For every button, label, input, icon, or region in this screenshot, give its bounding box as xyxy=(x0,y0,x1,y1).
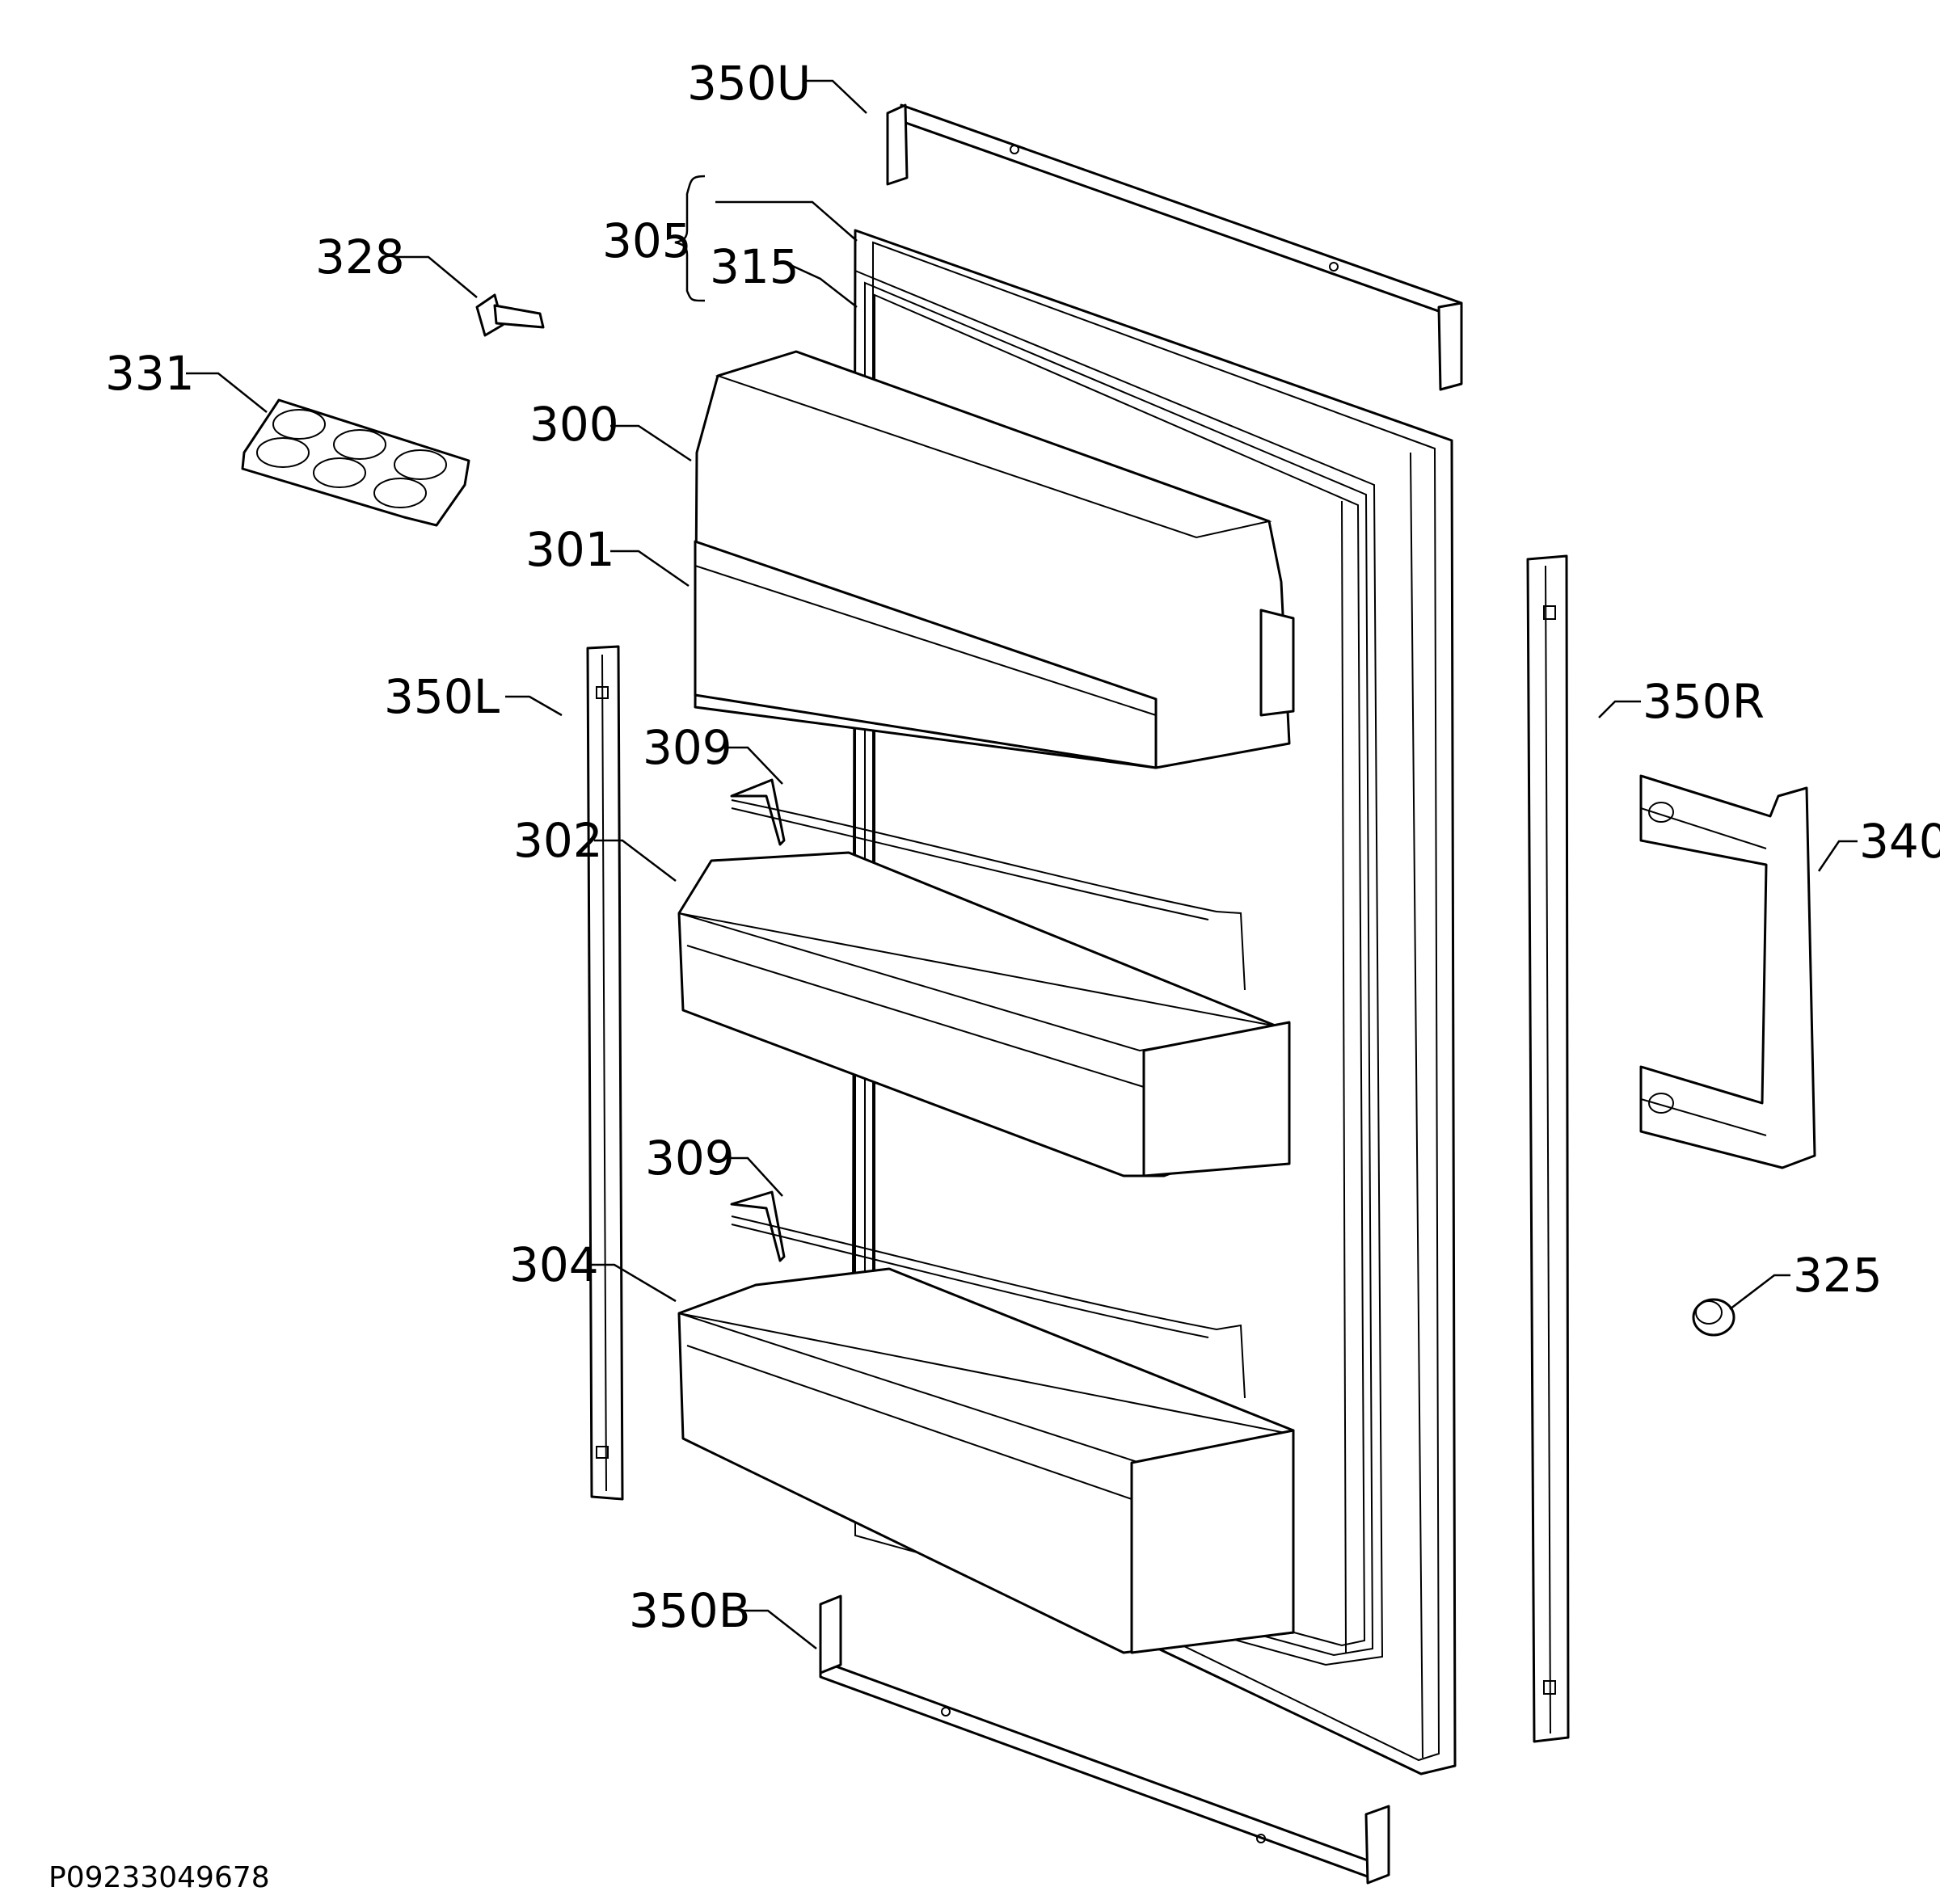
door-shelf-bottom xyxy=(677,1267,1295,1654)
callout-350L: 350L xyxy=(384,669,500,724)
callout-328: 328 xyxy=(315,230,405,284)
cover-cap xyxy=(1692,1298,1735,1337)
bottle-retainer-bar-lower xyxy=(730,1190,1246,1399)
bottom-trim-strip xyxy=(819,1594,1390,1885)
callout-350U: 350U xyxy=(687,56,811,111)
callout-350R: 350R xyxy=(1643,674,1765,729)
bottle-retainer-bar-upper xyxy=(730,778,1246,991)
callout-300: 300 xyxy=(529,397,619,452)
door-shelf-middle xyxy=(677,851,1291,1177)
leader-lines xyxy=(186,79,1858,1649)
callout-302: 302 xyxy=(513,813,603,868)
left-trim-strip xyxy=(586,645,624,1501)
callout-309-lower: 309 xyxy=(645,1131,735,1186)
dairy-compartment xyxy=(694,350,1295,769)
document-id: P09233049678 xyxy=(48,1861,270,1894)
callout-309-upper: 309 xyxy=(643,720,732,775)
egg-tray xyxy=(241,398,470,527)
callout-304: 304 xyxy=(509,1237,599,1292)
top-trim-strip xyxy=(886,103,1463,391)
callout-301: 301 xyxy=(525,522,615,577)
callout-305: 305 xyxy=(602,213,692,268)
door-handle xyxy=(1639,774,1816,1169)
callout-325: 325 xyxy=(1793,1248,1883,1303)
callout-350B: 350B xyxy=(629,1583,751,1638)
callout-331: 331 xyxy=(105,346,195,401)
callout-340: 340 xyxy=(1859,814,1940,869)
right-trim-strip xyxy=(1526,554,1570,1743)
door-pin xyxy=(475,293,545,337)
callout-315: 315 xyxy=(710,239,799,294)
